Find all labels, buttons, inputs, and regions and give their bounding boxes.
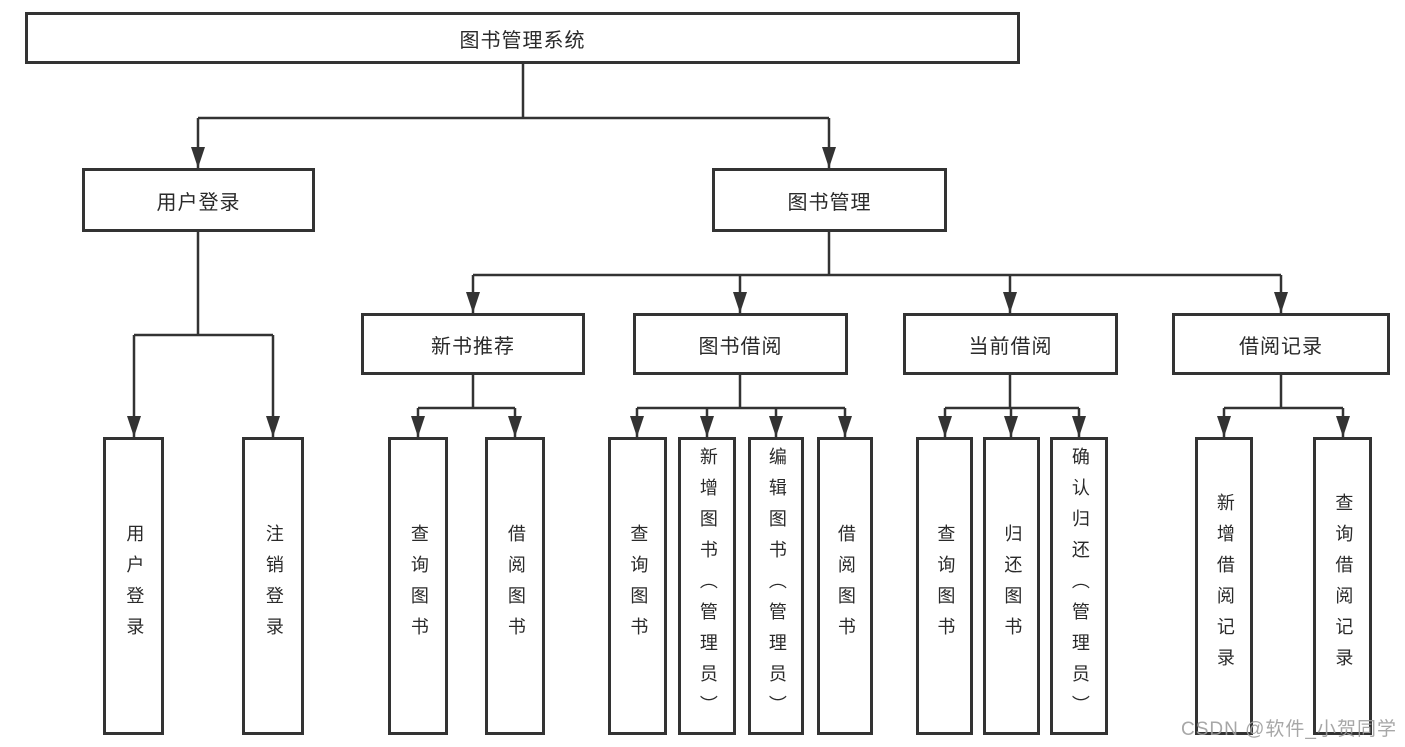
leaf-borrow-books-recommend: 借阅图书 [485, 437, 545, 735]
leaf-query-books-borrow: 查询图书 [608, 437, 667, 735]
leaf-query-borrow-record: 查询借阅记录 [1313, 437, 1372, 735]
leaf-user-login: 用户登录 [103, 437, 164, 735]
node-book-borrow: 图书借阅 [633, 313, 848, 375]
leaf-return-books: 归还图书 [983, 437, 1040, 735]
leaf-logout: 注销登录 [242, 437, 304, 735]
leaf-confirm-return-admin: 确认归还（管理员） [1050, 437, 1108, 735]
leaf-borrow-books: 借阅图书 [817, 437, 873, 735]
leaf-edit-book-admin: 编辑图书（管理员） [748, 437, 804, 735]
node-borrow-records: 借阅记录 [1172, 313, 1390, 375]
csdn-watermark: CSDN @软件_小贺同学 [1181, 719, 1397, 740]
leaf-query-books-recommend: 查询图书 [388, 437, 448, 735]
node-book-management: 图书管理 [712, 168, 947, 232]
node-library-system: 图书管理系统 [25, 12, 1020, 64]
leaf-add-borrow-record: 新增借阅记录 [1195, 437, 1253, 735]
node-new-book-recommend: 新书推荐 [361, 313, 585, 375]
node-user-login: 用户登录 [82, 168, 315, 232]
leaf-add-book-admin: 新增图书（管理员） [678, 437, 736, 735]
node-current-borrow: 当前借阅 [903, 313, 1118, 375]
leaf-query-books-current: 查询图书 [916, 437, 973, 735]
